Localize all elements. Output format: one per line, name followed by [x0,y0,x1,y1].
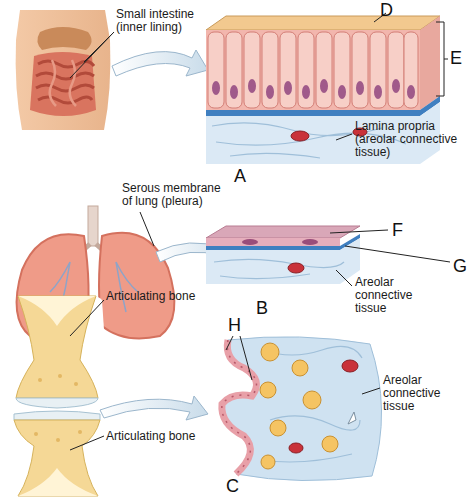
leader-line [70,32,114,78]
leader-line [84,32,114,62]
leader-line [140,212,154,246]
leader-line [345,246,450,262]
part-label: Articulating bone [106,430,196,443]
zoom-arrow [112,50,208,76]
part-label: Lamina propria (areolar connective tissu… [355,120,461,159]
torso-figure [16,10,111,130]
joint-bones [14,296,100,496]
leader-line [336,270,352,286]
leader-line [336,134,352,140]
callout-letter: G [453,256,467,276]
callout-letter: D [380,0,393,20]
panel-letter: A [234,166,246,186]
panel-letter: B [256,298,268,318]
callout-letter: E [450,48,462,68]
part-label: Areolar connective tissue [355,276,435,315]
leader-line [70,300,104,336]
part-label: Articulating bone [106,290,196,303]
callout-letter: F [392,220,403,240]
leader-line [240,336,252,380]
squamous-epithelium [206,226,360,284]
bracket [436,22,448,96]
part-label: Areolar connective tissue [383,374,463,413]
leader-line [330,230,388,233]
panel-letter: C [226,476,239,496]
leader-line [226,336,233,350]
leader-line [362,388,380,394]
callout-letter: H [228,315,241,335]
part-label: Small intestine (inner lining) [116,8,196,34]
part-label: Serous membrane of lung (pleura) [122,182,234,208]
synovial-membrane [222,337,382,481]
zoom-arrow [100,396,208,420]
leader-line [70,436,104,450]
